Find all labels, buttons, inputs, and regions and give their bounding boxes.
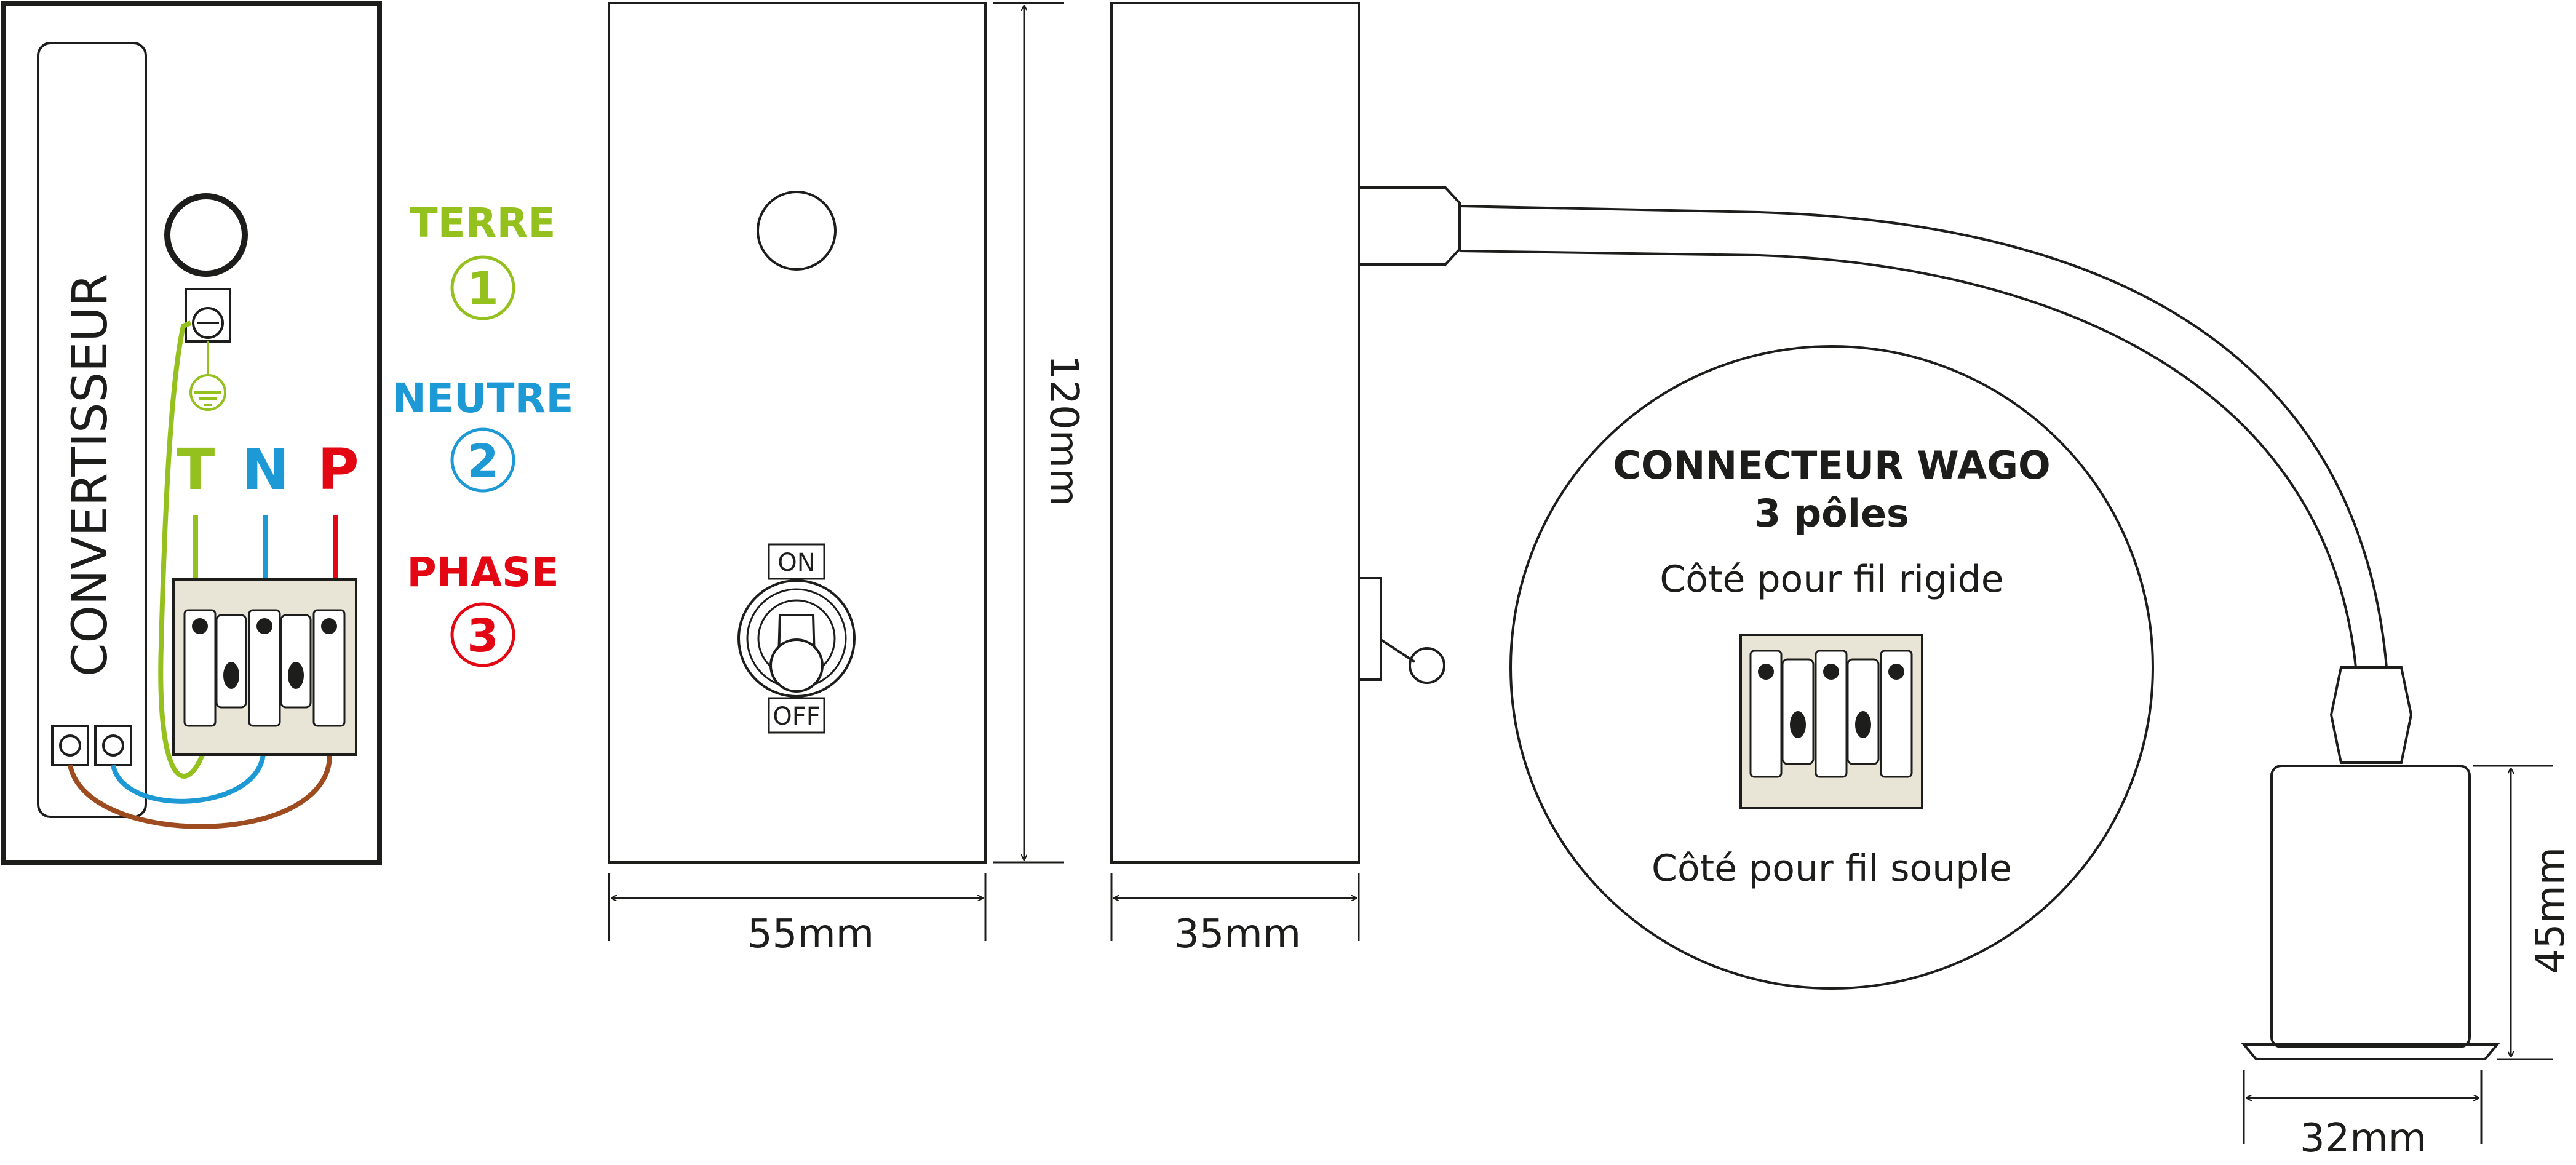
converter-label: CONVERTISSEUR — [63, 273, 118, 677]
toggle-switch: ON OFF — [737, 543, 856, 734]
front-plate — [608, 2, 987, 864]
lamp-height-label: 45mm — [2528, 847, 2574, 974]
terminal-letter-p: P — [317, 437, 359, 503]
side-body — [1110, 2, 1360, 864]
switch-nut-outer — [737, 579, 856, 698]
side-view: 35mm — [1110, 2, 1445, 957]
switch-on-label: ON — [777, 549, 815, 577]
wago-block-callout — [1739, 634, 1923, 809]
side-width-label: 35mm — [1174, 912, 1301, 957]
gooseneck-lower-edge — [1459, 250, 2357, 668]
switch-on-plate — [768, 543, 825, 580]
wago-callout: CONNECTEUR WAGO 3 pôles Côté pour fil ri… — [1509, 345, 2154, 990]
phase-wire-brown — [68, 753, 333, 829]
legend-item-earth-number: 1 — [467, 263, 499, 316]
legend-item-neutral-number: 2 — [467, 435, 499, 488]
side-switch-ball — [1409, 647, 1445, 684]
arm-collar — [1359, 186, 1461, 266]
legend-item-phase-number: 3 — [467, 610, 499, 662]
front-indicator-hole — [757, 191, 837, 271]
terminal-letter-n: N — [242, 437, 290, 503]
legend-item-earth-label: TERRE — [410, 199, 556, 247]
wago-flexible-side-label: Côté pour fil souple — [1652, 847, 2012, 890]
legend-item-neutral-circle — [450, 427, 515, 493]
wago-title-line1: CONNECTEUR WAGO — [1613, 443, 2050, 488]
lamp-neck — [2329, 666, 2413, 764]
wire-legend: TERRE 1 NEUTRE 2 PHASE 3 — [392, 199, 574, 667]
terminal-letter-t: T — [177, 437, 215, 503]
converter-terminal-right-screw — [102, 734, 124, 757]
legend-item-earth-circle — [450, 255, 515, 320]
legend-item-phase-circle — [450, 602, 515, 667]
wiring-panel-frame — [1, 1, 382, 865]
lamp-arm: 45mm 32mm — [1359, 186, 2574, 1161]
front-height-label: 120mm — [1041, 355, 1086, 507]
earth-lug — [185, 288, 231, 343]
lamp-head-flange — [2241, 1043, 2500, 1060]
earth-ring-terminal — [164, 193, 248, 277]
switch-off-plate — [768, 697, 825, 734]
converter-box — [37, 42, 147, 818]
earth-wire — [158, 320, 205, 779]
neutral-wire — [111, 753, 266, 804]
wago-callout-circle — [1509, 345, 2154, 990]
legend-item-phase-label: PHASE — [407, 549, 559, 596]
wago-title-line2: 3 pôles — [1754, 491, 1909, 536]
side-switch-base — [1358, 577, 1382, 681]
converter-terminal-right — [94, 725, 132, 766]
earth-symbol-icon — [189, 374, 226, 411]
converter-terminal-left-screw — [59, 734, 81, 757]
gooseneck-upper-edge — [1459, 205, 2388, 668]
lamp-width-label: 32mm — [2300, 1116, 2427, 1161]
legend-item-neutral-label: NEUTRE — [392, 375, 574, 422]
wago-block-wiring — [172, 578, 357, 756]
side-switch-lever — [1380, 638, 1416, 663]
wiring-panel: CONVERTISSEUR T N P — [1, 1, 382, 865]
converter-terminal-left — [51, 725, 89, 766]
earth-lug-screw — [192, 307, 224, 339]
wago-rigid-side-label: Côté pour fil rigide — [1660, 558, 2003, 601]
switch-lever-ball — [769, 638, 824, 693]
front-view: ON OFF 55mm 120mm — [608, 2, 1086, 957]
switch-off-label: OFF — [773, 702, 821, 731]
front-width-label: 55mm — [747, 912, 874, 957]
lamp-head-body — [2270, 765, 2471, 1048]
